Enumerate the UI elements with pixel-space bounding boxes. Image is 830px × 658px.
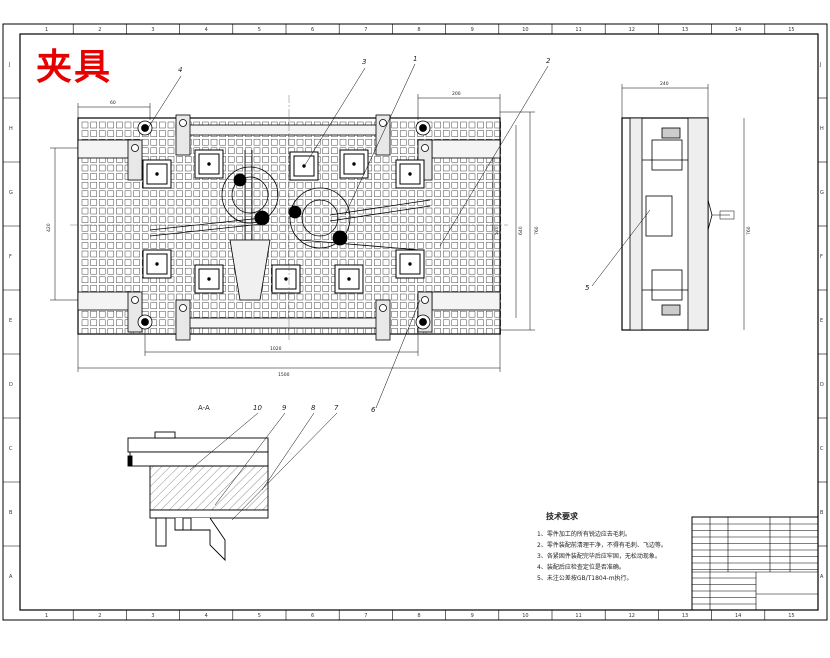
tech-requirement-note: 4、装配后应检查定位是否准确。: [537, 564, 625, 571]
border-row-label: A: [9, 574, 13, 580]
balloon-3: 3: [362, 58, 367, 66]
border-col-label: 11: [575, 27, 581, 33]
border-col-label: 1: [45, 27, 48, 33]
balloon-10: 10: [253, 404, 262, 412]
clamp-tower: [175, 114, 191, 156]
clamp-tower: [175, 299, 191, 341]
balloon-9: 9: [282, 404, 287, 412]
side-view: [621, 84, 745, 331]
svg-text:1020: 1020: [270, 346, 282, 352]
border-col-label: 12: [629, 613, 635, 619]
border-row-label: J: [8, 62, 10, 68]
border-row-label: G: [820, 190, 824, 196]
border-row-label: C: [820, 446, 824, 452]
balloon-1: 1: [413, 55, 418, 63]
border-col-label: 11: [575, 613, 581, 619]
balloon-4: 4: [178, 66, 183, 74]
svg-text:760: 760: [746, 226, 752, 235]
border-row-label: F: [820, 254, 823, 260]
border-col-label: 6: [311, 27, 314, 33]
svg-text:420: 420: [46, 223, 52, 232]
border-row-label: D: [820, 382, 824, 388]
svg-text:1500: 1500: [278, 372, 290, 378]
balloon-7: 7: [334, 404, 339, 412]
border-row-label: H: [9, 126, 13, 132]
border-col-label: 14: [735, 27, 741, 33]
balloon-5: 5: [585, 284, 590, 292]
border-col-label: 13: [682, 613, 688, 619]
tech-requirement-note: 5、未注公差按GB/T1804-m执行。: [537, 575, 633, 582]
border-col-label: 9: [471, 27, 474, 33]
section-view: [127, 431, 269, 562]
border-col-label: 8: [417, 613, 420, 619]
border-row-label: E: [9, 318, 12, 324]
border-col-label: 9: [471, 613, 474, 619]
border-row-label: G: [9, 190, 13, 196]
border-col-label: 15: [788, 27, 794, 33]
svg-text:760: 760: [534, 226, 540, 235]
border-row-label: E: [820, 318, 823, 324]
svg-text:200: 200: [452, 91, 461, 97]
border-row-label: B: [820, 510, 824, 516]
border-col-label: 4: [205, 27, 208, 33]
section-label: A-A: [198, 404, 210, 412]
svg-text:240: 240: [660, 81, 669, 87]
border-col-label: 7: [364, 613, 367, 619]
border-col-label: 7: [364, 27, 367, 33]
border-col-label: 13: [682, 27, 688, 33]
clamp-tower: [375, 299, 391, 341]
border-col-label: 1: [45, 613, 48, 619]
inner-border: [19, 33, 819, 611]
balloon-8: 8: [311, 404, 316, 412]
border-row-label: A: [820, 574, 824, 580]
linkage-mechanism: [149, 150, 431, 301]
svg-text:640: 640: [518, 226, 524, 235]
border-col-label: 14: [735, 613, 741, 619]
border-col-label: 2: [98, 613, 101, 619]
border-row-label: J: [819, 62, 821, 68]
border-col-label: 3: [151, 27, 154, 33]
border-col-label: 5: [258, 613, 261, 619]
tech-requirements-title: 技术要求: [546, 512, 578, 521]
border-col-label: 5: [258, 27, 261, 33]
border-col-label: 12: [629, 27, 635, 33]
outer-border: [2, 23, 828, 621]
border-col-label: 10: [522, 613, 528, 619]
border-row-label: D: [9, 382, 13, 388]
tech-requirement-note: 1、零件加工的所有锐边应去毛刺。: [537, 531, 631, 538]
border-col-label: 4: [205, 613, 208, 619]
title-block: [691, 516, 819, 611]
clamp-tower: [127, 139, 143, 181]
drawing-title: 夹具: [36, 46, 113, 88]
border-col-label: 3: [151, 613, 154, 619]
svg-text:520: 520: [494, 226, 500, 235]
svg-text:60: 60: [110, 100, 116, 106]
border-col-label: 2: [98, 27, 101, 33]
border-row-label: C: [9, 446, 13, 452]
balloon-2: 2: [546, 57, 551, 65]
plan-view: 60 200 1500 1020 420 760 640 520: [46, 91, 540, 378]
tech-requirement-note: 2、零件装配前清理干净，不得有毛刺、飞边等。: [537, 542, 667, 549]
border-col-label: 8: [417, 27, 420, 33]
border-row-label: B: [9, 510, 13, 516]
border-row-label: F: [9, 254, 12, 260]
border-col-label: 15: [788, 613, 794, 619]
tech-requirement-note: 3、各紧固件装配完毕后应牢固，无松动现象。: [537, 553, 661, 560]
balloon-6: 6: [371, 406, 376, 414]
border-row-label: H: [820, 126, 824, 132]
border-col-label: 6: [311, 613, 314, 619]
border-col-label: 10: [522, 27, 528, 33]
